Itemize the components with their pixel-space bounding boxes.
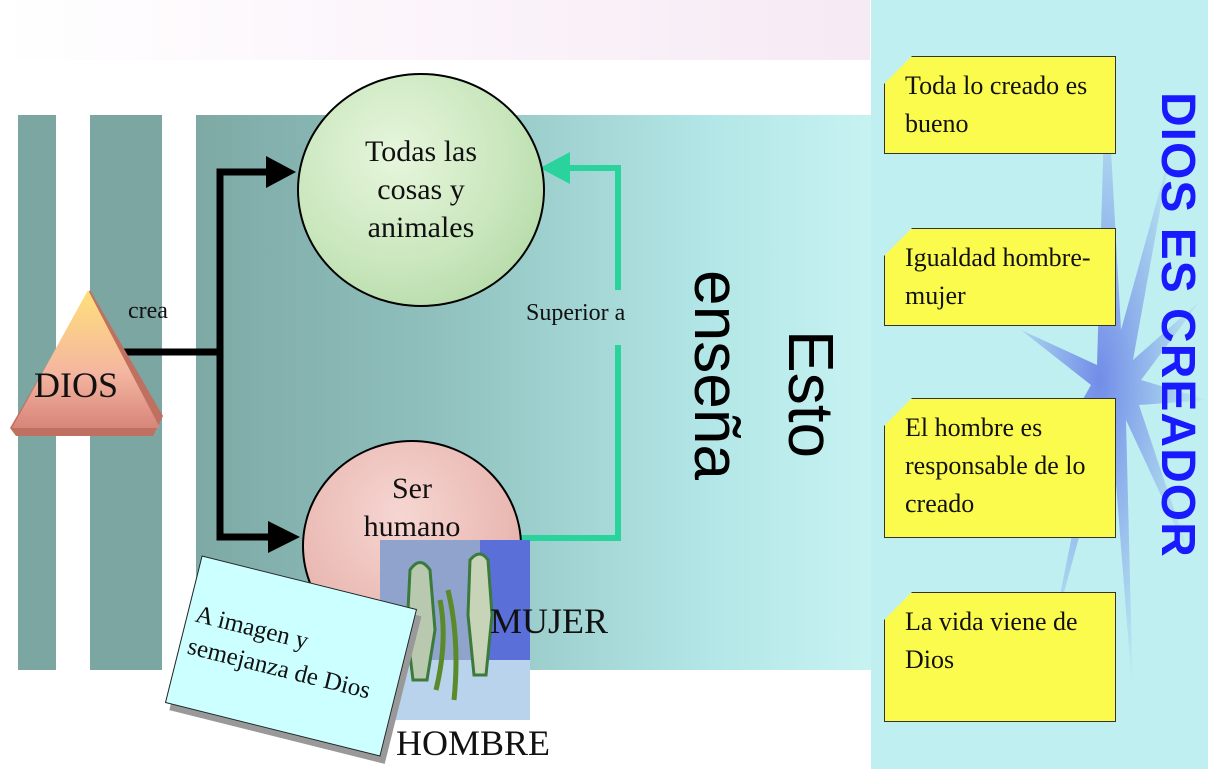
starburst-decoration	[991, 60, 1208, 700]
teaching-note-text: La vida viene de Dios	[905, 607, 1078, 674]
create-arrow-down	[216, 352, 270, 541]
relation-label: Superior a	[526, 300, 626, 326]
teaching-note-4: La vida viene de Dios	[884, 592, 1116, 722]
teaching-note-text: Igualdad hombre-mujer	[905, 243, 1091, 310]
teaching-note-1: Toda lo creado es bueno	[884, 56, 1116, 154]
teaches-line2: enseña	[681, 270, 753, 480]
banner-title: DIOS ES CREADOR	[1151, 92, 1204, 558]
origin-label: DIOS	[34, 365, 119, 405]
triangle-icon	[10, 290, 163, 436]
teaches-line1: Esto	[775, 330, 847, 459]
top-band	[0, 0, 870, 60]
create-arrow-down-head	[268, 521, 300, 553]
teaching-note-3: El hombre es responsable de lo creado	[884, 398, 1116, 538]
woman-label: MUJER	[490, 601, 609, 641]
create-arrow-up	[216, 168, 268, 352]
superior-arrow-lower	[518, 345, 621, 541]
create-label: crea	[128, 298, 168, 324]
node-things: Todas las cosas y animales	[297, 73, 545, 307]
superior-arrow-upper	[568, 165, 621, 290]
man-label: HOMBRE	[396, 723, 551, 763]
node-things-label: Todas las cosas y animales	[364, 135, 478, 244]
teaching-note-text: Toda lo creado es bueno	[905, 71, 1088, 138]
create-arrow-up-head	[266, 156, 296, 188]
superior-arrow-head	[540, 152, 570, 184]
teaching-note-text: El hombre es responsable de lo creado	[905, 413, 1086, 518]
node-human-label: Ser humano	[363, 472, 461, 543]
teaching-note-2: Igualdad hombre-mujer	[884, 228, 1116, 326]
